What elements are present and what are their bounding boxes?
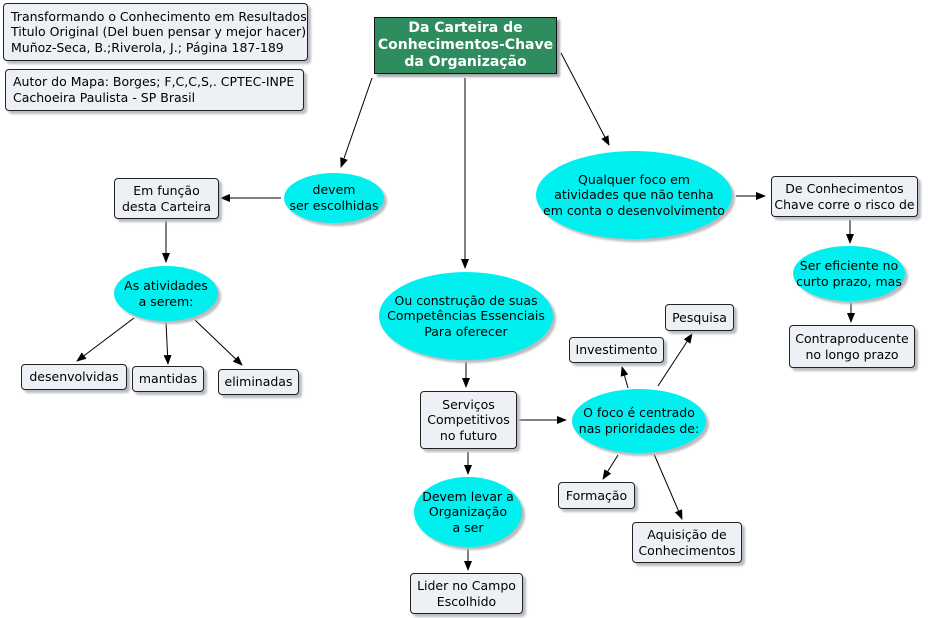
node-investimento[interactable]: Investimento bbox=[569, 337, 664, 363]
node-formacao[interactable]: Formação bbox=[558, 482, 635, 509]
edge-atividades-to-mantidas bbox=[163, 321, 172, 365]
node-em-funcao[interactable]: Em função desta Carteira bbox=[114, 178, 219, 219]
node-eliminadas[interactable]: eliminadas bbox=[218, 369, 299, 395]
root-node[interactable]: Da Carteira de Conhecimentos-Chave da Or… bbox=[374, 17, 557, 74]
source-info-box: Transformando o Conhecimento em Resultad… bbox=[3, 3, 308, 61]
node-foco-centrado[interactable]: O foco é centrado nas prioridades de: bbox=[572, 389, 706, 453]
node-lider[interactable]: Lider no Campo Escolhido bbox=[410, 573, 523, 614]
node-contraproducente[interactable]: Contraproducente no longo prazo bbox=[789, 325, 915, 368]
node-atividades[interactable]: As atividades a serem: bbox=[114, 266, 218, 321]
edge-root-to-devem bbox=[340, 77, 373, 168]
node-devem-ser-escolhidas[interactable]: devem ser escolhidas bbox=[284, 173, 384, 223]
edge-foco-to-formacao bbox=[602, 454, 619, 480]
edge-atividades-to-desenvolvidas bbox=[76, 317, 135, 362]
author-info-box: Autor do Mapa: Borges; F,C,C,S,. CPTEC-I… bbox=[5, 69, 304, 111]
node-aquisicao[interactable]: Aquisição de Conhecimentos bbox=[632, 522, 742, 563]
node-servicos[interactable]: Serviços Competitivos no futuro bbox=[420, 391, 517, 449]
edge-foco-to-investimento bbox=[620, 366, 629, 389]
node-de-conhecimentos[interactable]: De Conhecimentos Chave corre o risco de bbox=[771, 176, 918, 217]
edge-foco-to-aquisicao bbox=[653, 453, 683, 520]
edge-atividades-to-eliminadas bbox=[194, 319, 243, 366]
node-mantidas[interactable]: mantidas bbox=[132, 366, 204, 392]
node-desenvolvidas[interactable]: desenvolvidas bbox=[21, 364, 127, 390]
node-pesquisa[interactable]: Pesquisa bbox=[665, 304, 734, 331]
edge-root-to-qualquer bbox=[560, 52, 610, 146]
node-ser-eficiente[interactable]: Ser eficiente no curto prazo, mas bbox=[793, 246, 905, 301]
node-qualquer-foco[interactable]: Qualquer foco em atividades que não tenh… bbox=[536, 151, 732, 239]
node-devem-levar[interactable]: Devem levar a Organização a ser bbox=[414, 477, 522, 547]
node-construcao[interactable]: Ou construção de suas Competências Essen… bbox=[379, 272, 553, 360]
edge-foco-to-pesquisa bbox=[657, 333, 693, 387]
